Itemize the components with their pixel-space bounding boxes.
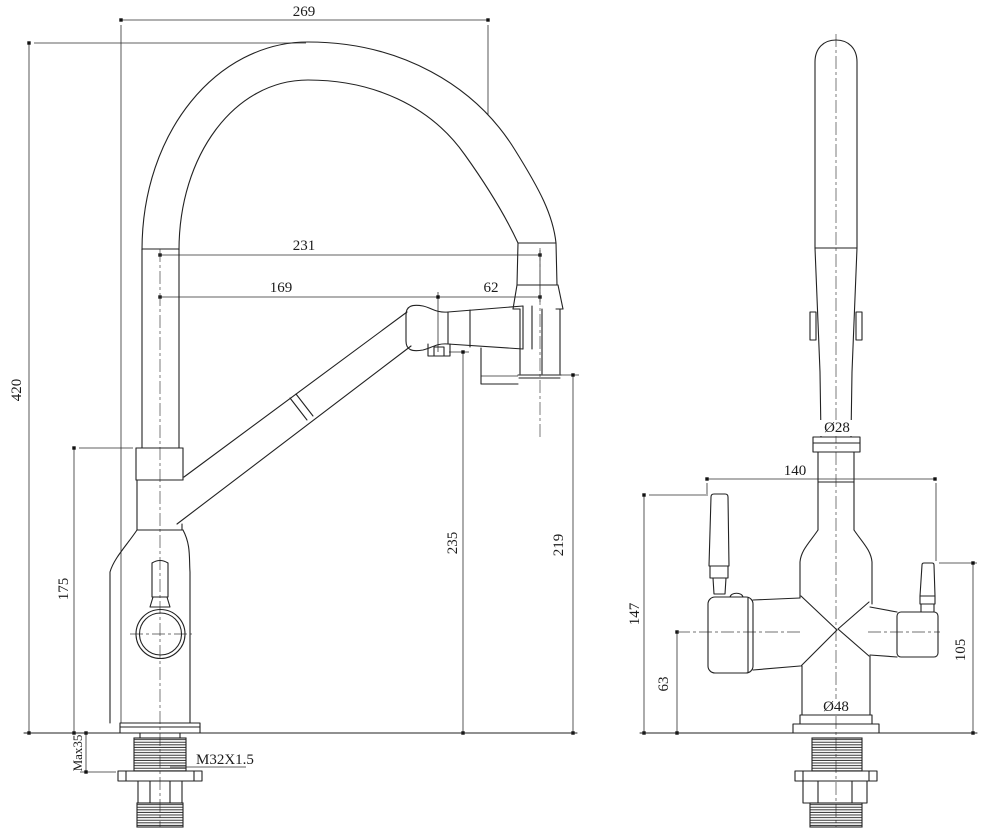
dim-body-height-label: 175 xyxy=(56,578,72,601)
thread-spec-label: M32X1.5 xyxy=(196,752,254,768)
left-lever-side xyxy=(708,493,730,595)
pullout-wand xyxy=(176,311,412,525)
dim-max-deck-thickness-label: Max35 xyxy=(70,735,85,772)
dim-side-outlet-height-label: 63 xyxy=(656,677,672,692)
holder-clip-left xyxy=(809,311,817,341)
dim-spout-tube-diameter-label: Ø28 xyxy=(824,420,850,436)
dim-nozzle-height-label: 219 xyxy=(551,534,567,557)
front-view: 269 231 169 62 420 175 235 219 Max35 M32… xyxy=(9,4,579,828)
dim-spout-reach-label: 231 xyxy=(293,238,316,254)
holder-clip-right xyxy=(855,311,863,341)
dim-overall-width-label: 269 xyxy=(293,4,316,20)
front-dimension-lines xyxy=(28,19,574,772)
threaded-tail-side xyxy=(809,802,863,828)
front-dimension-ticks xyxy=(27,18,575,774)
side-view: Ø28 140 147 63 Ø48 105 xyxy=(627,34,978,828)
spray-holder xyxy=(480,242,564,385)
dim-wand-reach-label: 169 xyxy=(270,280,293,296)
dim-spray-offset-label: 62 xyxy=(484,280,499,296)
dim-base-diameter-label: Ø48 xyxy=(823,699,849,715)
left-valve-side xyxy=(707,592,801,674)
threaded-tail xyxy=(136,802,184,828)
right-lever-side xyxy=(919,562,936,613)
front-extension-lines xyxy=(34,25,579,773)
mounting-base-front xyxy=(117,722,203,828)
spout-arc xyxy=(141,41,557,449)
dim-handle-top-height-label: 147 xyxy=(627,602,643,625)
handle-lever xyxy=(149,559,171,608)
base-dia-label-mask xyxy=(814,699,858,714)
right-valve-side xyxy=(869,606,939,658)
body-column-side xyxy=(799,420,873,716)
spout-tube-side xyxy=(809,39,863,438)
side-extension-lines xyxy=(649,483,977,564)
side-dimension-lines xyxy=(643,478,974,733)
mounting-base-side xyxy=(792,714,880,828)
dim-right-handle-height-label: 105 xyxy=(953,639,969,662)
filter-valve-circle xyxy=(135,608,186,660)
dim-spray-outlet-height-label: 235 xyxy=(445,532,461,555)
dim-overall-height-label: 420 xyxy=(9,379,25,402)
side-dimension-ticks xyxy=(642,477,975,735)
spray-head-docked xyxy=(405,304,533,357)
lock-nut-side xyxy=(802,780,868,804)
threaded-shank-side xyxy=(811,737,863,772)
threaded-shank xyxy=(133,737,187,772)
dim-handle-span-label: 140 xyxy=(784,463,807,479)
faucet-body xyxy=(109,447,191,724)
